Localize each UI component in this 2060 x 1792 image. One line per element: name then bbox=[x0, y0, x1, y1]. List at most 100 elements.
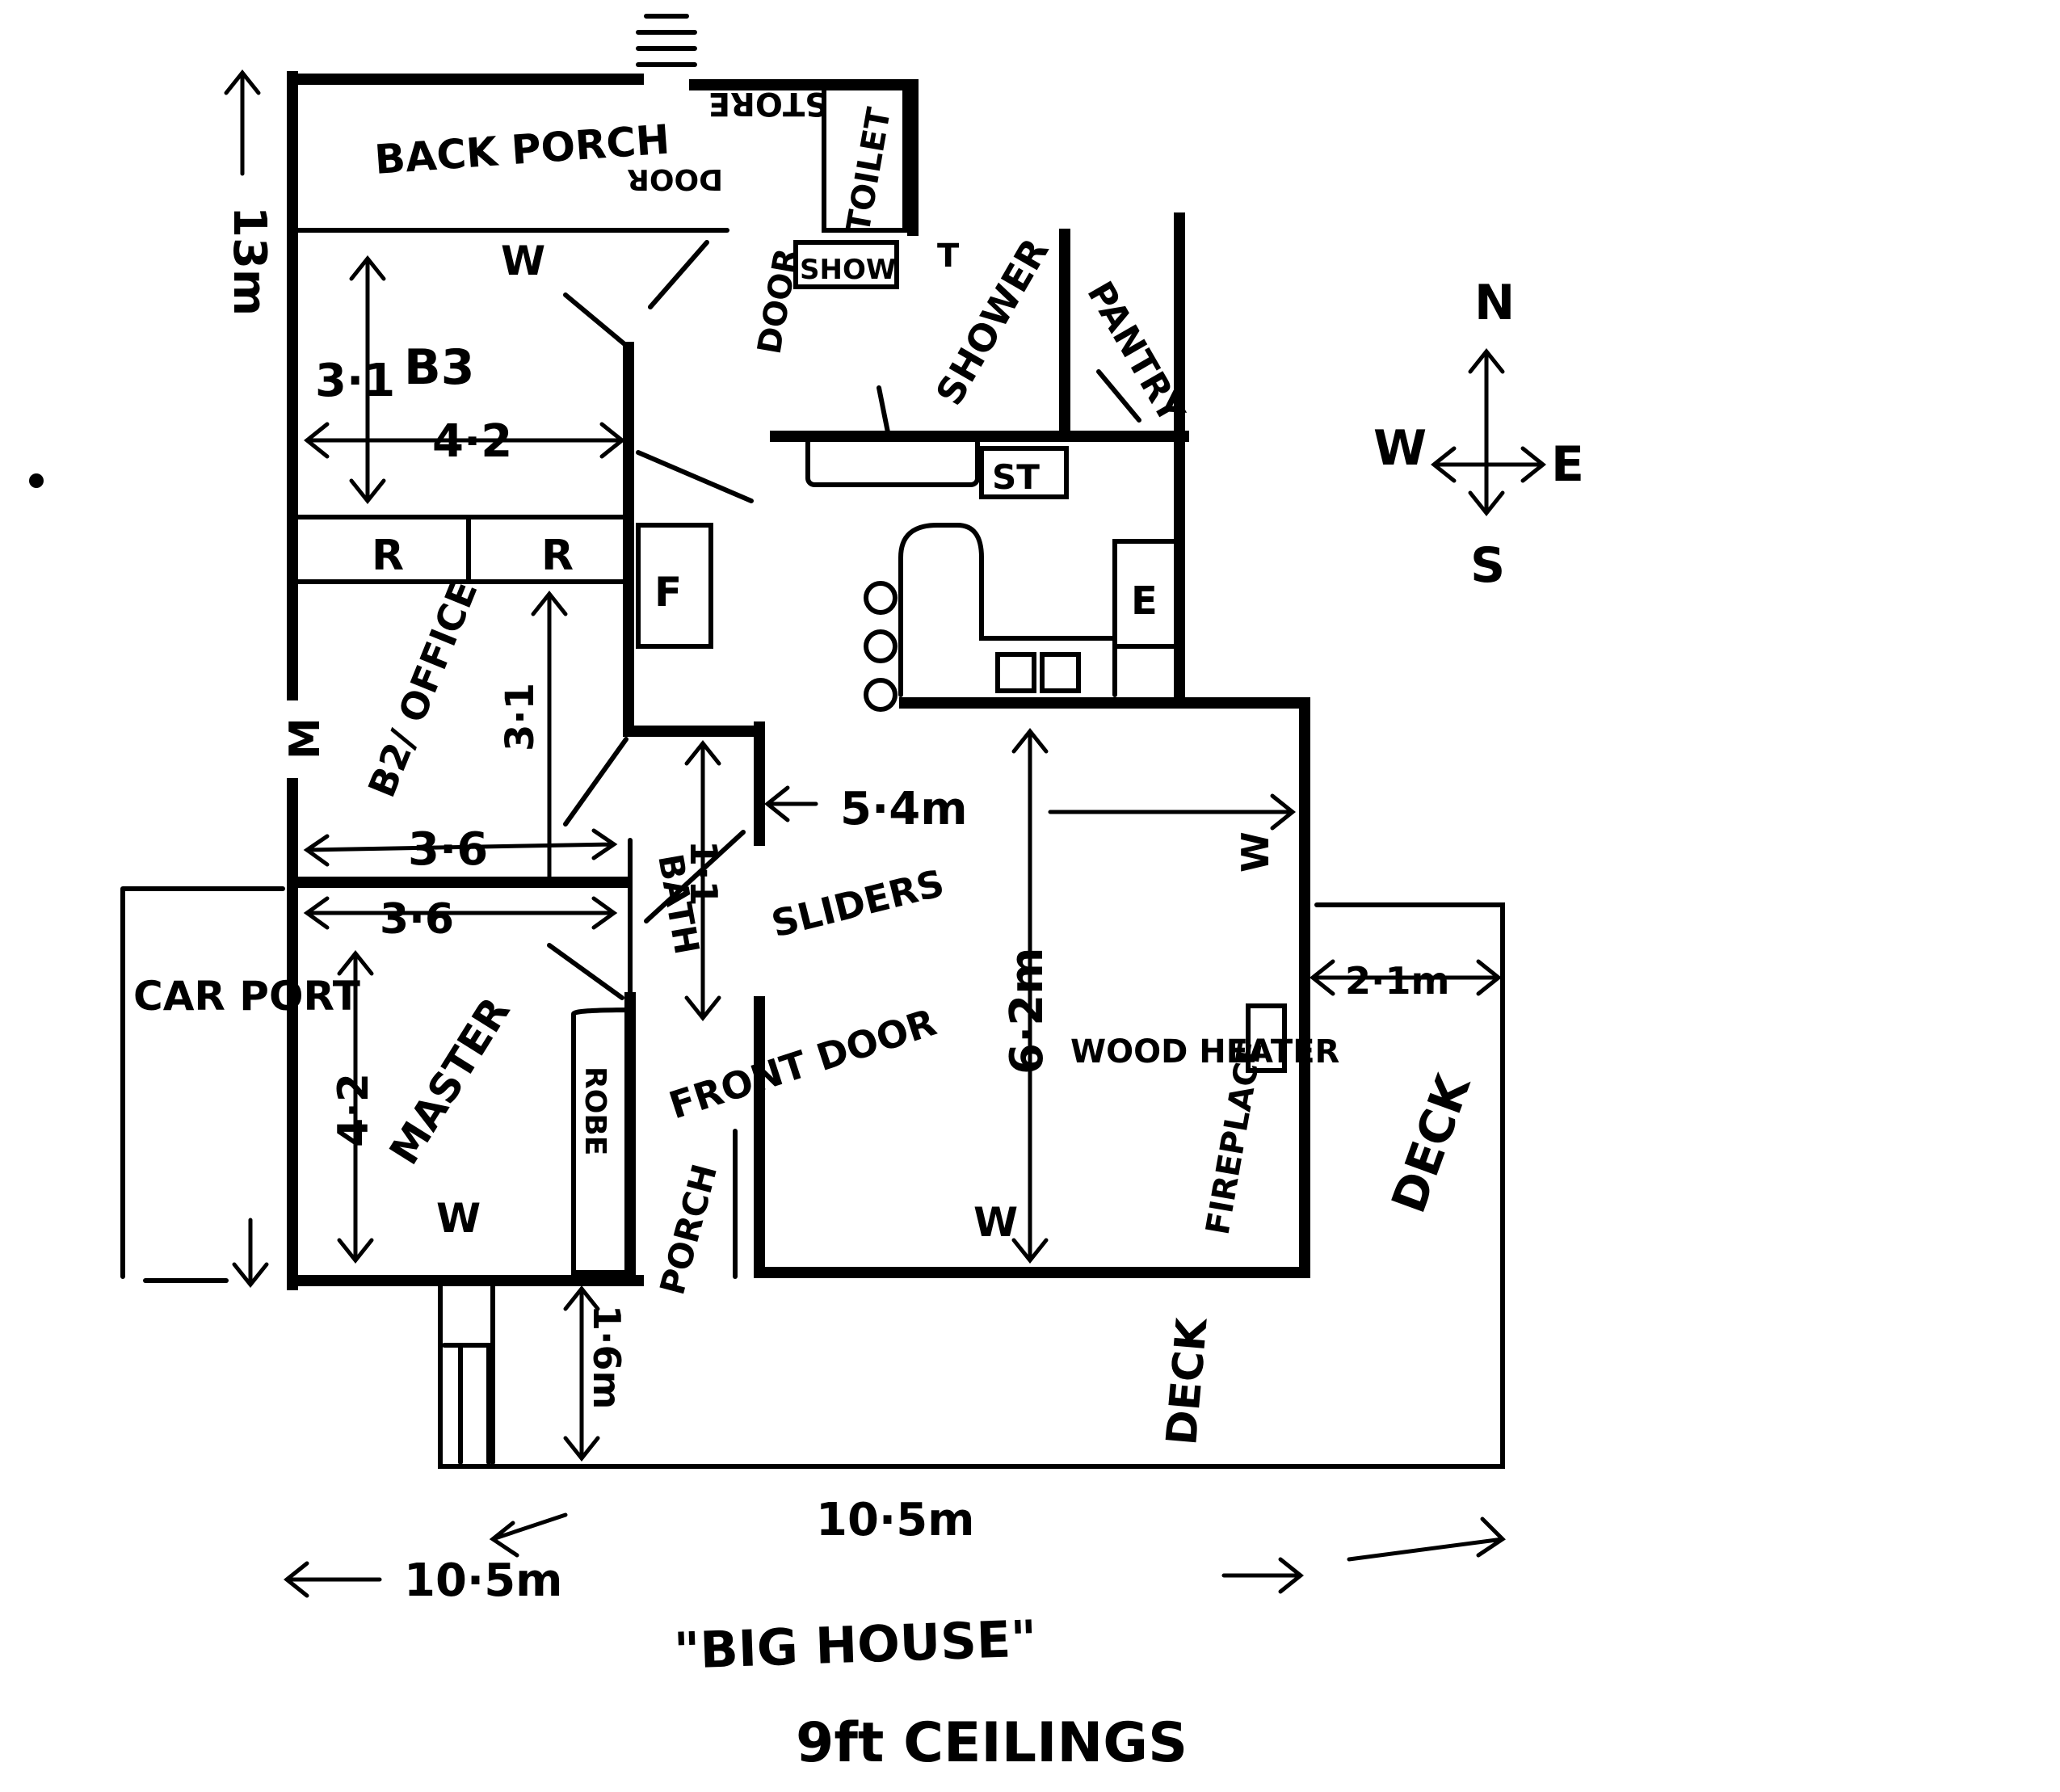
label-porch: PORCH bbox=[652, 1160, 725, 1299]
stool-3 bbox=[864, 678, 898, 712]
compass-ew-line bbox=[1430, 446, 1547, 483]
label-porch-door: DOOR bbox=[627, 162, 723, 196]
deck-outline bbox=[438, 902, 1505, 1469]
label-fridge: F bbox=[654, 569, 682, 616]
arrow-b3-h bbox=[349, 254, 386, 505]
arrow-carport bbox=[232, 1218, 269, 1289]
door-master bbox=[547, 943, 624, 1000]
stray-dot bbox=[29, 473, 44, 488]
living-north-wall bbox=[899, 697, 1310, 1274]
label-toilet: TOILET bbox=[840, 104, 899, 236]
title-block: "BIG HOUSE" 9ft CEILINGS bbox=[673, 1609, 1188, 1775]
label-ref1: R bbox=[372, 532, 404, 580]
label-robe: ROBE bbox=[578, 1066, 612, 1155]
arrow-total-right bbox=[1221, 1557, 1305, 1594]
arrow-b2-w bbox=[303, 828, 618, 867]
label-carport: CAR PORT bbox=[133, 973, 360, 1020]
dim-bath: 1·1 bbox=[682, 840, 725, 907]
compass-south: S bbox=[1470, 537, 1505, 594]
sink-right bbox=[1040, 652, 1081, 693]
dim-master-width: 3·6 bbox=[380, 895, 454, 944]
dim-porch-depth: 1·6m bbox=[585, 1305, 629, 1409]
stool-2 bbox=[864, 629, 898, 663]
shower-small-box bbox=[793, 240, 899, 289]
store-box bbox=[979, 446, 1069, 499]
kitchen bbox=[636, 14, 1287, 1073]
drawing-subtitle: 9ft CEILINGS bbox=[796, 1711, 1188, 1775]
arrow-living-h bbox=[1011, 727, 1049, 1264]
door-swings bbox=[547, 240, 1141, 1000]
arrow-master-w bbox=[303, 896, 618, 930]
dim-b2-width: 3·6 bbox=[408, 823, 488, 876]
label-hall-w: W bbox=[501, 238, 545, 284]
dim-b2-height: 3·1 bbox=[498, 683, 543, 751]
arrow-living-w bbox=[1048, 793, 1297, 831]
dim-deck-length: 10·5m bbox=[816, 1494, 975, 1546]
dimension-arrows bbox=[224, 69, 1506, 1598]
arrow-b3-w bbox=[303, 422, 626, 459]
door-back bbox=[636, 450, 754, 503]
dim-living-height: 6·2m bbox=[1001, 947, 1053, 1075]
fridge-box bbox=[636, 523, 713, 649]
arrow-deck-w bbox=[1309, 959, 1503, 996]
label-deck-right: DECK bbox=[1381, 1066, 1482, 1220]
label-e-mark: E bbox=[1131, 578, 1158, 624]
arrow-b2-h bbox=[531, 590, 568, 879]
label-east-w: W bbox=[1234, 831, 1277, 873]
chimney bbox=[636, 14, 697, 67]
label-ref2: R bbox=[541, 532, 574, 580]
label-master: MASTER bbox=[380, 990, 519, 1173]
north-wall-store bbox=[689, 79, 919, 236]
door-b2 bbox=[563, 737, 629, 827]
label-sliders: SLIDERS bbox=[767, 861, 948, 946]
door-bath bbox=[644, 830, 746, 923]
arrow-total-left bbox=[283, 1561, 382, 1598]
label-deck-bottom: DECK bbox=[1158, 1315, 1217, 1447]
label-b2-office: B2/ OFFICE bbox=[359, 574, 486, 803]
dim-deck-width: 2·1m bbox=[1345, 959, 1449, 1003]
label-back-porch: BACK PORCH bbox=[373, 116, 671, 183]
compass-east: E bbox=[1551, 436, 1584, 493]
master-robe bbox=[571, 1007, 633, 1275]
compass-ns-line bbox=[1468, 347, 1505, 517]
dim-master-height: 4·2 bbox=[330, 1073, 378, 1147]
label-b3: B3 bbox=[404, 339, 474, 396]
label-wood-heater-1: WOOD HEATER bbox=[1070, 1033, 1339, 1071]
label-master-w: W bbox=[436, 1195, 481, 1242]
sink-left bbox=[995, 652, 1036, 693]
door-hall bbox=[648, 240, 709, 309]
door-b3 bbox=[563, 292, 631, 350]
carport-outline bbox=[120, 886, 285, 1279]
arrow-deck-left bbox=[489, 1512, 568, 1558]
label-back-door: DOOR bbox=[751, 246, 806, 357]
label-living-w: W bbox=[973, 1199, 1018, 1246]
dim-b3-height: 3·1 bbox=[315, 355, 395, 407]
stove-box bbox=[1112, 539, 1182, 649]
compass-west: W bbox=[1373, 420, 1427, 477]
arrow-master-h bbox=[337, 949, 374, 1264]
arrow-living-w-left bbox=[763, 785, 818, 822]
arrow-porch bbox=[563, 1285, 600, 1462]
dimension-labels: 13m 3·1 4·2 3·1 3·6 3·6 4·2 1·1 5·4m 6·2… bbox=[223, 206, 1449, 1607]
stool-1 bbox=[864, 581, 898, 615]
label-store: STORE bbox=[708, 85, 828, 122]
dim-b3-width: 4·2 bbox=[432, 415, 512, 468]
arrow-deck-right bbox=[1347, 1516, 1506, 1562]
label-shower-t: T bbox=[937, 238, 960, 275]
compass: N S E W bbox=[1373, 275, 1584, 594]
dim-living-width: 5·4m bbox=[840, 783, 968, 835]
dim-13m: 13m bbox=[223, 206, 275, 316]
label-front-door: FRONT DOOR bbox=[664, 1000, 942, 1128]
toilet-box bbox=[822, 82, 907, 233]
deck-steps bbox=[442, 1343, 491, 1465]
arrow-13m bbox=[224, 69, 261, 176]
arrow-bath bbox=[684, 739, 721, 1022]
door-shower bbox=[877, 385, 891, 439]
label-show: SHOW bbox=[800, 254, 896, 286]
wood-heater-box bbox=[1246, 1003, 1287, 1073]
compass-north: N bbox=[1474, 275, 1515, 331]
kitchen-island bbox=[898, 523, 1117, 697]
kitchen-bench bbox=[805, 434, 980, 487]
drawing-title: "BIG HOUSE" bbox=[673, 1609, 1038, 1681]
